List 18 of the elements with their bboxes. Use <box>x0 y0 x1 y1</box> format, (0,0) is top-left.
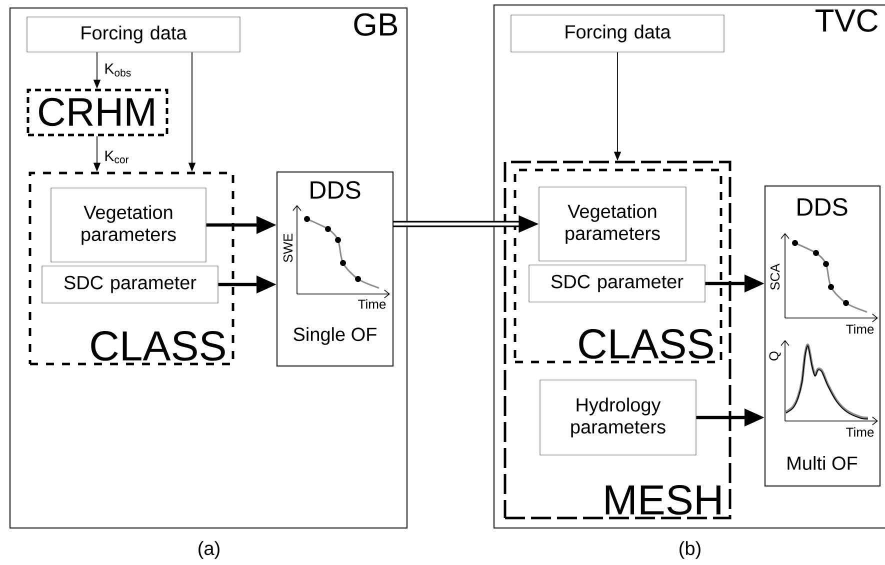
axis-label: Time <box>358 299 386 309</box>
axis-label: Q <box>769 352 781 360</box>
parameter-box: Vegetation parameters <box>50 188 206 262</box>
axis-label: Time <box>846 427 874 437</box>
panel-caption: (a) <box>198 541 220 559</box>
axis-label: SCA <box>770 264 780 290</box>
parameter-box: SDC parameter <box>42 266 218 304</box>
edge-label: K$_{cor}$ <box>103 150 130 164</box>
input-box: Forcing data <box>510 14 724 52</box>
model-box: CRHM <box>26 88 168 136</box>
parameter-box: Vegetation parameters <box>538 186 686 262</box>
edge-label: K$_{obs}$ <box>103 62 133 78</box>
axis-label: Time <box>846 324 874 334</box>
parameter-box: Hydrology parameters <box>540 380 696 456</box>
parameter-box: SDC parameter <box>528 264 706 302</box>
panel-caption: (b) <box>680 541 700 559</box>
input-box: Forcing data <box>26 16 240 52</box>
axis-label: SWE <box>283 234 293 262</box>
